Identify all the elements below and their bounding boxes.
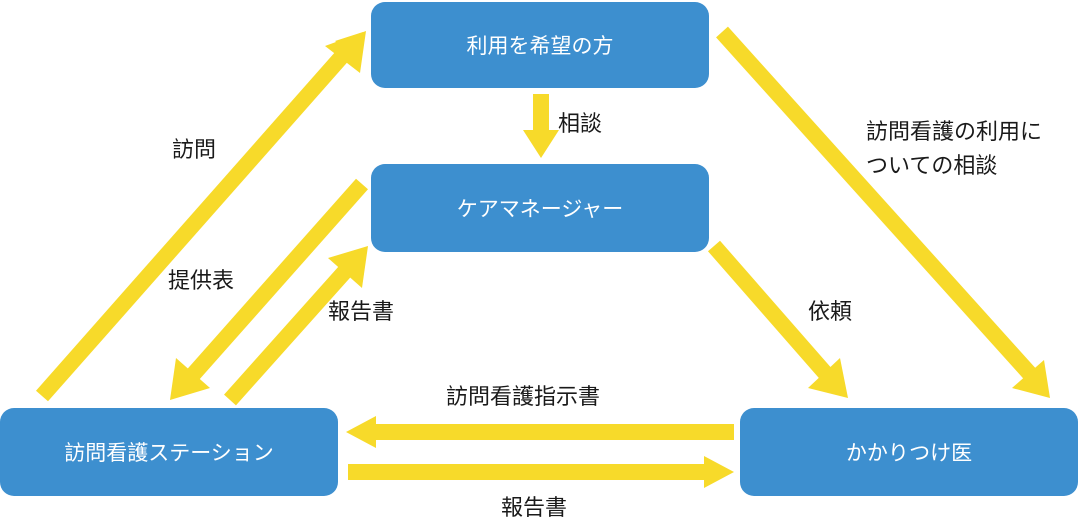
arrow-station-to-care-manager [224,246,368,406]
label-houmon: 訪問 [172,138,217,163]
node-care-manager-label: ケアマネージャー [456,197,624,221]
label-consultation-line1: 訪問看護の利用に [866,120,1043,145]
node-doctor-label: かかりつけ医 [845,441,973,465]
node-station: 訪問看護ステーション [0,408,338,496]
arrow-doctor-to-station [346,416,734,448]
node-station-label: 訪問看護ステーション [64,441,274,465]
label-shijisho: 訪問看護指示書 [446,385,601,410]
arrow-care-manager-to-doctor [707,240,848,398]
label-teikyouhyou: 提供表 [168,269,235,294]
arrow-care-manager-to-station [170,178,368,400]
node-user: 利用を希望の方 [371,2,709,88]
arrow-station-to-user [36,31,366,402]
label-consultation: 訪問看護の利用に ついての相談 [866,116,1042,184]
node-care-manager: ケアマネージャー [371,164,709,252]
arrow-user-to-doctor [716,26,1050,398]
node-doctor: かかりつけ医 [740,408,1078,496]
label-houkokusho-doctor: 報告書 [501,496,568,521]
arrow-user-to-care-manager [523,94,559,158]
label-houkokusho-cm: 報告書 [328,300,395,325]
label-consultation-line2: ついての相談 [866,154,998,179]
label-soudan: 相談 [558,112,603,137]
label-irai: 依頼 [808,300,853,325]
node-user-label: 利用を希望の方 [466,34,614,58]
arrow-station-to-doctor [348,456,734,488]
